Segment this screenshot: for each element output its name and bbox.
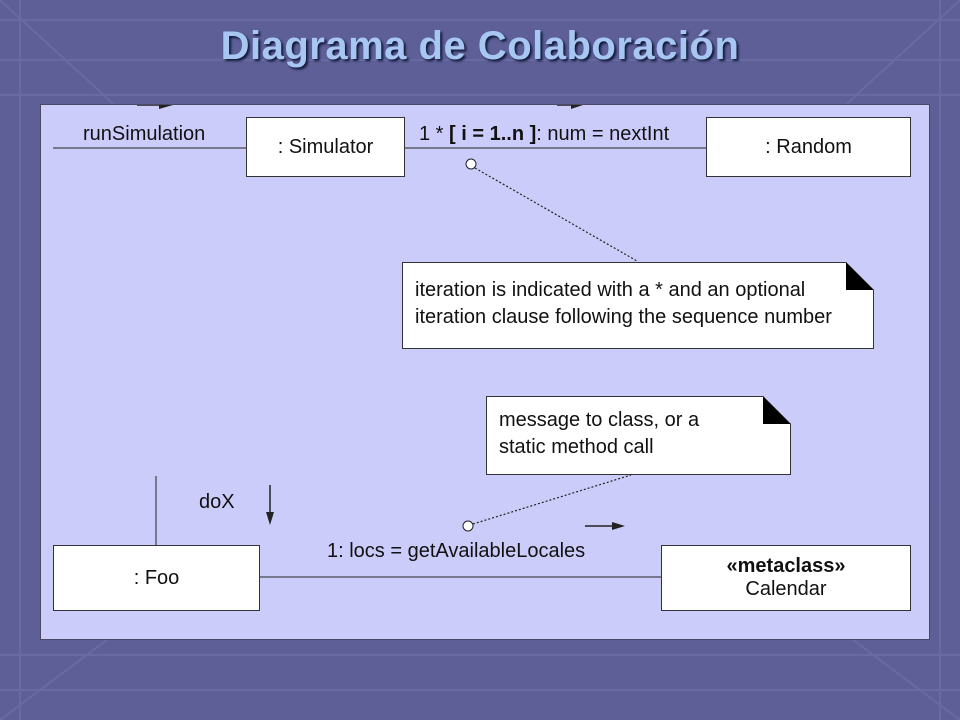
iteration-suffix: : num = nextInt [536, 123, 670, 145]
run-simulation-arrowhead [159, 105, 173, 109]
class-note-dotted-link [472, 474, 632, 525]
foo-object-label: : Foo [133, 566, 180, 589]
slide-title: Diagrama de Colaboración [220, 24, 740, 68]
calendar-object-label: Calendar [745, 578, 827, 600]
calendar-object[interactable]: «metaclass» Calendar [661, 545, 911, 611]
do-x-label: doX [199, 491, 235, 513]
iteration-note-line-2: iteration clause following the sequence … [415, 306, 832, 328]
diagram-connectors [53, 105, 707, 578]
iteration-note-line-1: iteration is indicated with a * and an o… [415, 279, 806, 301]
iteration-note-dotted-link [474, 167, 638, 262]
iteration-clause: [ i = 1..n ] [449, 123, 537, 145]
iteration-note-anchor [465, 158, 477, 170]
run-simulation-label: runSimulation [83, 123, 206, 145]
random-object-label: : Random [765, 135, 852, 158]
class-message-note: message to class, or a static method cal… [486, 396, 791, 475]
do-x-arrowhead [266, 512, 274, 525]
collaboration-diagram-panel: runSimulation : Simulator 1 * [ i = 1..n… [40, 104, 930, 640]
class-note-line-1: message to class, or a [499, 409, 700, 431]
simulator-object[interactable]: : Simulator [246, 117, 405, 177]
class-note-anchor [462, 520, 474, 532]
get-locales-label: 1: locs = getAvailableLocales [327, 540, 586, 562]
next-int-arrowhead [571, 105, 583, 109]
note-fold-icon [763, 396, 791, 424]
iteration-prefix: 1 * [419, 123, 444, 145]
foo-object[interactable]: : Foo [53, 545, 260, 611]
class-note-line-2: static method call [499, 436, 654, 458]
note-fold-icon [846, 262, 874, 290]
calendar-stereotype: «metaclass» [726, 555, 846, 577]
iteration-message-label: 1 * [ i = 1..n ]: num = nextInt [419, 123, 669, 146]
get-locales-arrowhead [612, 522, 625, 530]
iteration-note: iteration is indicated with a * and an o… [402, 262, 874, 349]
random-object[interactable]: : Random [706, 117, 911, 177]
simulator-object-label: : Simulator [277, 135, 374, 158]
